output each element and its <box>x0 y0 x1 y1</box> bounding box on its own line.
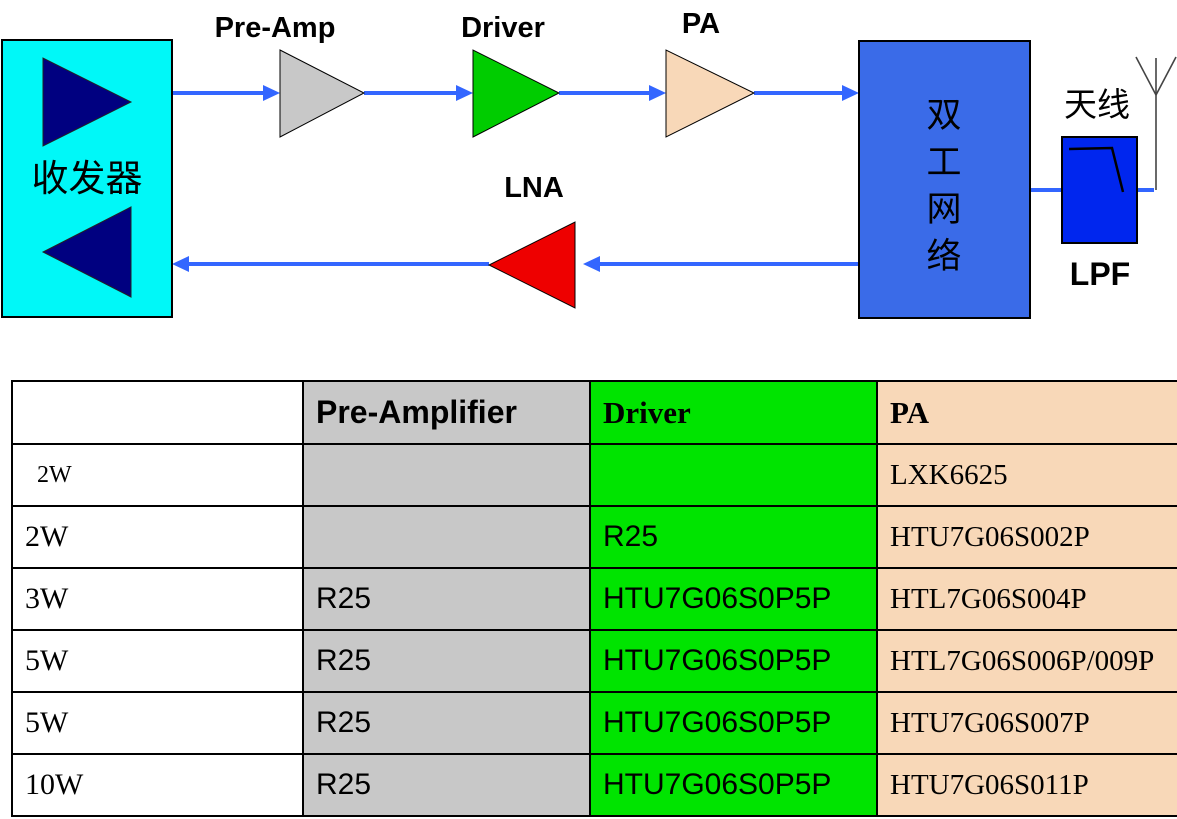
antenna-label: 天线 <box>1064 88 1130 124</box>
arrowhead-lna <box>583 256 600 272</box>
arrowhead-transceiver <box>172 256 189 272</box>
cell-pa: HTU7G06S002P <box>876 505 1177 569</box>
cell-power: 5W <box>11 691 304 755</box>
cell-pa: HTL7G06S004P <box>876 567 1177 631</box>
antenna-icon <box>1135 56 1177 190</box>
cell-power: 2W <box>11 505 304 569</box>
header-driver: Driver <box>589 380 878 445</box>
cell-preamp <box>302 443 591 507</box>
cell-driver: HTU7G06S0P5P <box>589 691 878 755</box>
signal-lines <box>172 85 1154 272</box>
driver-label: Driver <box>461 12 545 44</box>
duplexer-char: 络 <box>926 237 962 276</box>
table-row: 2W R25 HTU7G06S002P <box>11 505 1177 569</box>
table-header-row: Pre-Amplifier Driver PA <box>11 380 1177 445</box>
table-row: 5W R25 HTU7G06S0P5P HTU7G06S007P <box>11 691 1177 755</box>
table-row: 5W R25 HTU7G06S0P5P HTL7G06S006P/009P <box>11 629 1177 693</box>
cell-driver: HTU7G06S0P5P <box>589 629 878 693</box>
cell-pa: HTU7G06S007P <box>876 691 1177 755</box>
cell-driver: R25 <box>589 505 878 569</box>
cell-power: 3W <box>11 567 304 631</box>
driver-triangle <box>472 49 561 138</box>
arrowhead-driver <box>456 85 473 101</box>
pa-label: PA <box>681 8 721 40</box>
duplexer-char: 双 <box>926 96 962 135</box>
cell-driver: HTU7G06S0P5P <box>589 753 878 817</box>
cell-driver: HTU7G06S0P5P <box>589 567 878 631</box>
lpf-box <box>1061 136 1138 244</box>
cell-driver <box>589 443 878 507</box>
amplifier-spec-table: Pre-Amplifier Driver PA 2W LXK6625 2W R2… <box>11 380 1177 817</box>
lna-label: LNA <box>504 172 564 204</box>
duplexer-label: 双 工 网 络 <box>908 92 980 280</box>
cell-preamp <box>302 505 591 569</box>
table-row: 10W R25 HTU7G06S0P5P HTU7G06S011P <box>11 753 1177 817</box>
tx-arrow-left-icon <box>41 206 132 298</box>
preamp-label: Pre-Amp <box>214 12 336 44</box>
arrowhead-duplexer <box>842 85 859 101</box>
cell-preamp: R25 <box>302 753 591 817</box>
pa-triangle <box>665 49 756 138</box>
cell-power: 5W <box>11 629 304 693</box>
cell-preamp: R25 <box>302 567 591 631</box>
arrowhead-preamp <box>263 85 280 101</box>
header-pa: PA <box>876 380 1177 445</box>
diagram-canvas <box>1 39 1177 319</box>
tx-arrow-right-icon <box>42 57 133 147</box>
cell-pa: HTL7G06S006P/009P <box>876 629 1177 693</box>
cell-preamp: R25 <box>302 629 591 693</box>
preamp-triangle <box>279 49 366 138</box>
duplexer-char: 工 <box>926 143 962 182</box>
cell-pa: LXK6625 <box>876 443 1177 507</box>
lna-triangle <box>487 221 576 309</box>
arrowhead-pa <box>649 85 666 101</box>
header-preamp: Pre-Amplifier <box>302 380 591 445</box>
cell-power: 2W <box>11 443 304 507</box>
duplexer-char: 网 <box>926 190 962 229</box>
rf-chain-diagram: Pre-Amp Driver PA LNA 收发器 双 工 网 络 天线 LPF <box>0 0 1177 380</box>
cell-power: 10W <box>11 753 304 817</box>
table-row: 2W LXK6625 <box>11 443 1177 507</box>
lpf-label: LPF <box>1069 256 1131 292</box>
lpf-response-curve-icon <box>1068 146 1125 193</box>
duplexer-box <box>858 40 1031 319</box>
cell-preamp: R25 <box>302 691 591 755</box>
cell-pa: HTU7G06S011P <box>876 753 1177 817</box>
header-power <box>11 380 304 445</box>
table-row: 3W R25 HTU7G06S0P5P HTL7G06S004P <box>11 567 1177 631</box>
transceiver-label: 收发器 <box>31 159 143 200</box>
